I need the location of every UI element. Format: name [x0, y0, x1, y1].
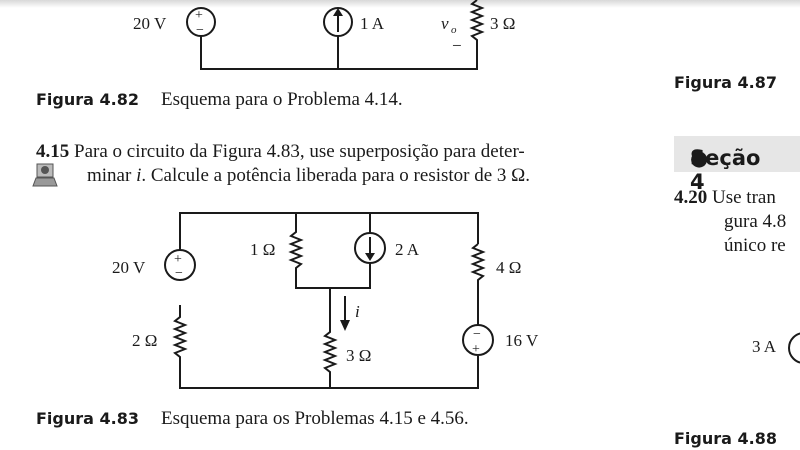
- figure-label: Figura 4.82: [36, 90, 139, 109]
- voltage-source-20v: [164, 249, 196, 281]
- label-20v: 20 V: [133, 14, 167, 33]
- problem-text-line2b: . Calcule a potência liberada para o res…: [141, 165, 531, 186]
- problem-4-15: 4.15 Para o circuito da Figura 4.83, use…: [36, 140, 530, 188]
- label-4ohm: 4 Ω: [496, 258, 521, 277]
- svg-text:−: −: [473, 327, 481, 342]
- figure-label: Figura 4.83: [36, 409, 139, 428]
- voltage-source-20v: [186, 7, 216, 37]
- svg-text:+: +: [195, 8, 203, 23]
- svg-text:−: −: [175, 266, 183, 281]
- figure-4-82-circuit: +− 20 V 1 A v o − 3 Ω: [133, 0, 515, 70]
- svg-text:−: −: [196, 23, 204, 38]
- problem-text-line3: único re: [724, 235, 786, 256]
- label-vo-sub: o: [451, 24, 457, 36]
- figure-caption: Esquema para o Problema 4.14.: [161, 89, 403, 110]
- label-2a: 2 A: [395, 240, 420, 259]
- label-2ohm: 2 Ω: [132, 331, 157, 350]
- label-16v: 16 V: [505, 331, 539, 350]
- problem-text-line2: minar: [87, 165, 137, 186]
- section-title: Seção 4: [690, 146, 761, 194]
- current-source-3a: [788, 332, 800, 364]
- label-3ohm: 3 Ω: [490, 14, 515, 33]
- section-heading: ● Seção 4: [674, 136, 800, 194]
- label-3ohm: 3 Ω: [346, 346, 371, 365]
- voltage-source-16v: [462, 324, 494, 356]
- figure-4-82-caption: Figura 4.82 Esquema para o Problema 4.14…: [36, 89, 403, 111]
- label-20v: 20 V: [112, 258, 146, 277]
- page-top-shadow: [0, 0, 800, 8]
- problem-number: 4.20: [674, 187, 708, 208]
- label-1a: 1 A: [360, 14, 385, 33]
- problem-text-line1: Para o circuito da Figura 4.83, use supe…: [74, 141, 525, 162]
- problem-4-20: 4.20 Use tran gura 4.8 único re: [674, 186, 786, 258]
- figure-4-83-circuit: +− −+ 20 V 2 Ω 1 Ω 2 A i 3 Ω 4 Ω 16 V: [112, 212, 539, 389]
- label-1ohm: 1 Ω: [250, 240, 275, 259]
- label-minus: −: [452, 36, 462, 55]
- label-3a: 3 A: [752, 337, 777, 356]
- computer-icon: [32, 163, 58, 187]
- figure-caption: Esquema para os Problemas 4.15 e 4.56.: [161, 408, 469, 429]
- figure-4-83-caption: Figura 4.83 Esquema para os Problemas 4.…: [36, 408, 469, 430]
- figure-4-87-label: Figura 4.87: [674, 73, 777, 92]
- bullet-icon: ●: [690, 146, 709, 170]
- label-vo: v: [441, 14, 449, 33]
- problem-text-line2: gura 4.8: [724, 211, 787, 232]
- problem-text-line1: Use tran: [712, 187, 776, 208]
- figure-4-88-label: Figura 4.88: [674, 429, 777, 448]
- svg-text:+: +: [174, 252, 182, 267]
- variable-i: i: [136, 165, 142, 186]
- svg-text:+: +: [472, 342, 480, 357]
- label-i: i: [355, 302, 360, 321]
- problem-number: 4.15: [36, 141, 70, 162]
